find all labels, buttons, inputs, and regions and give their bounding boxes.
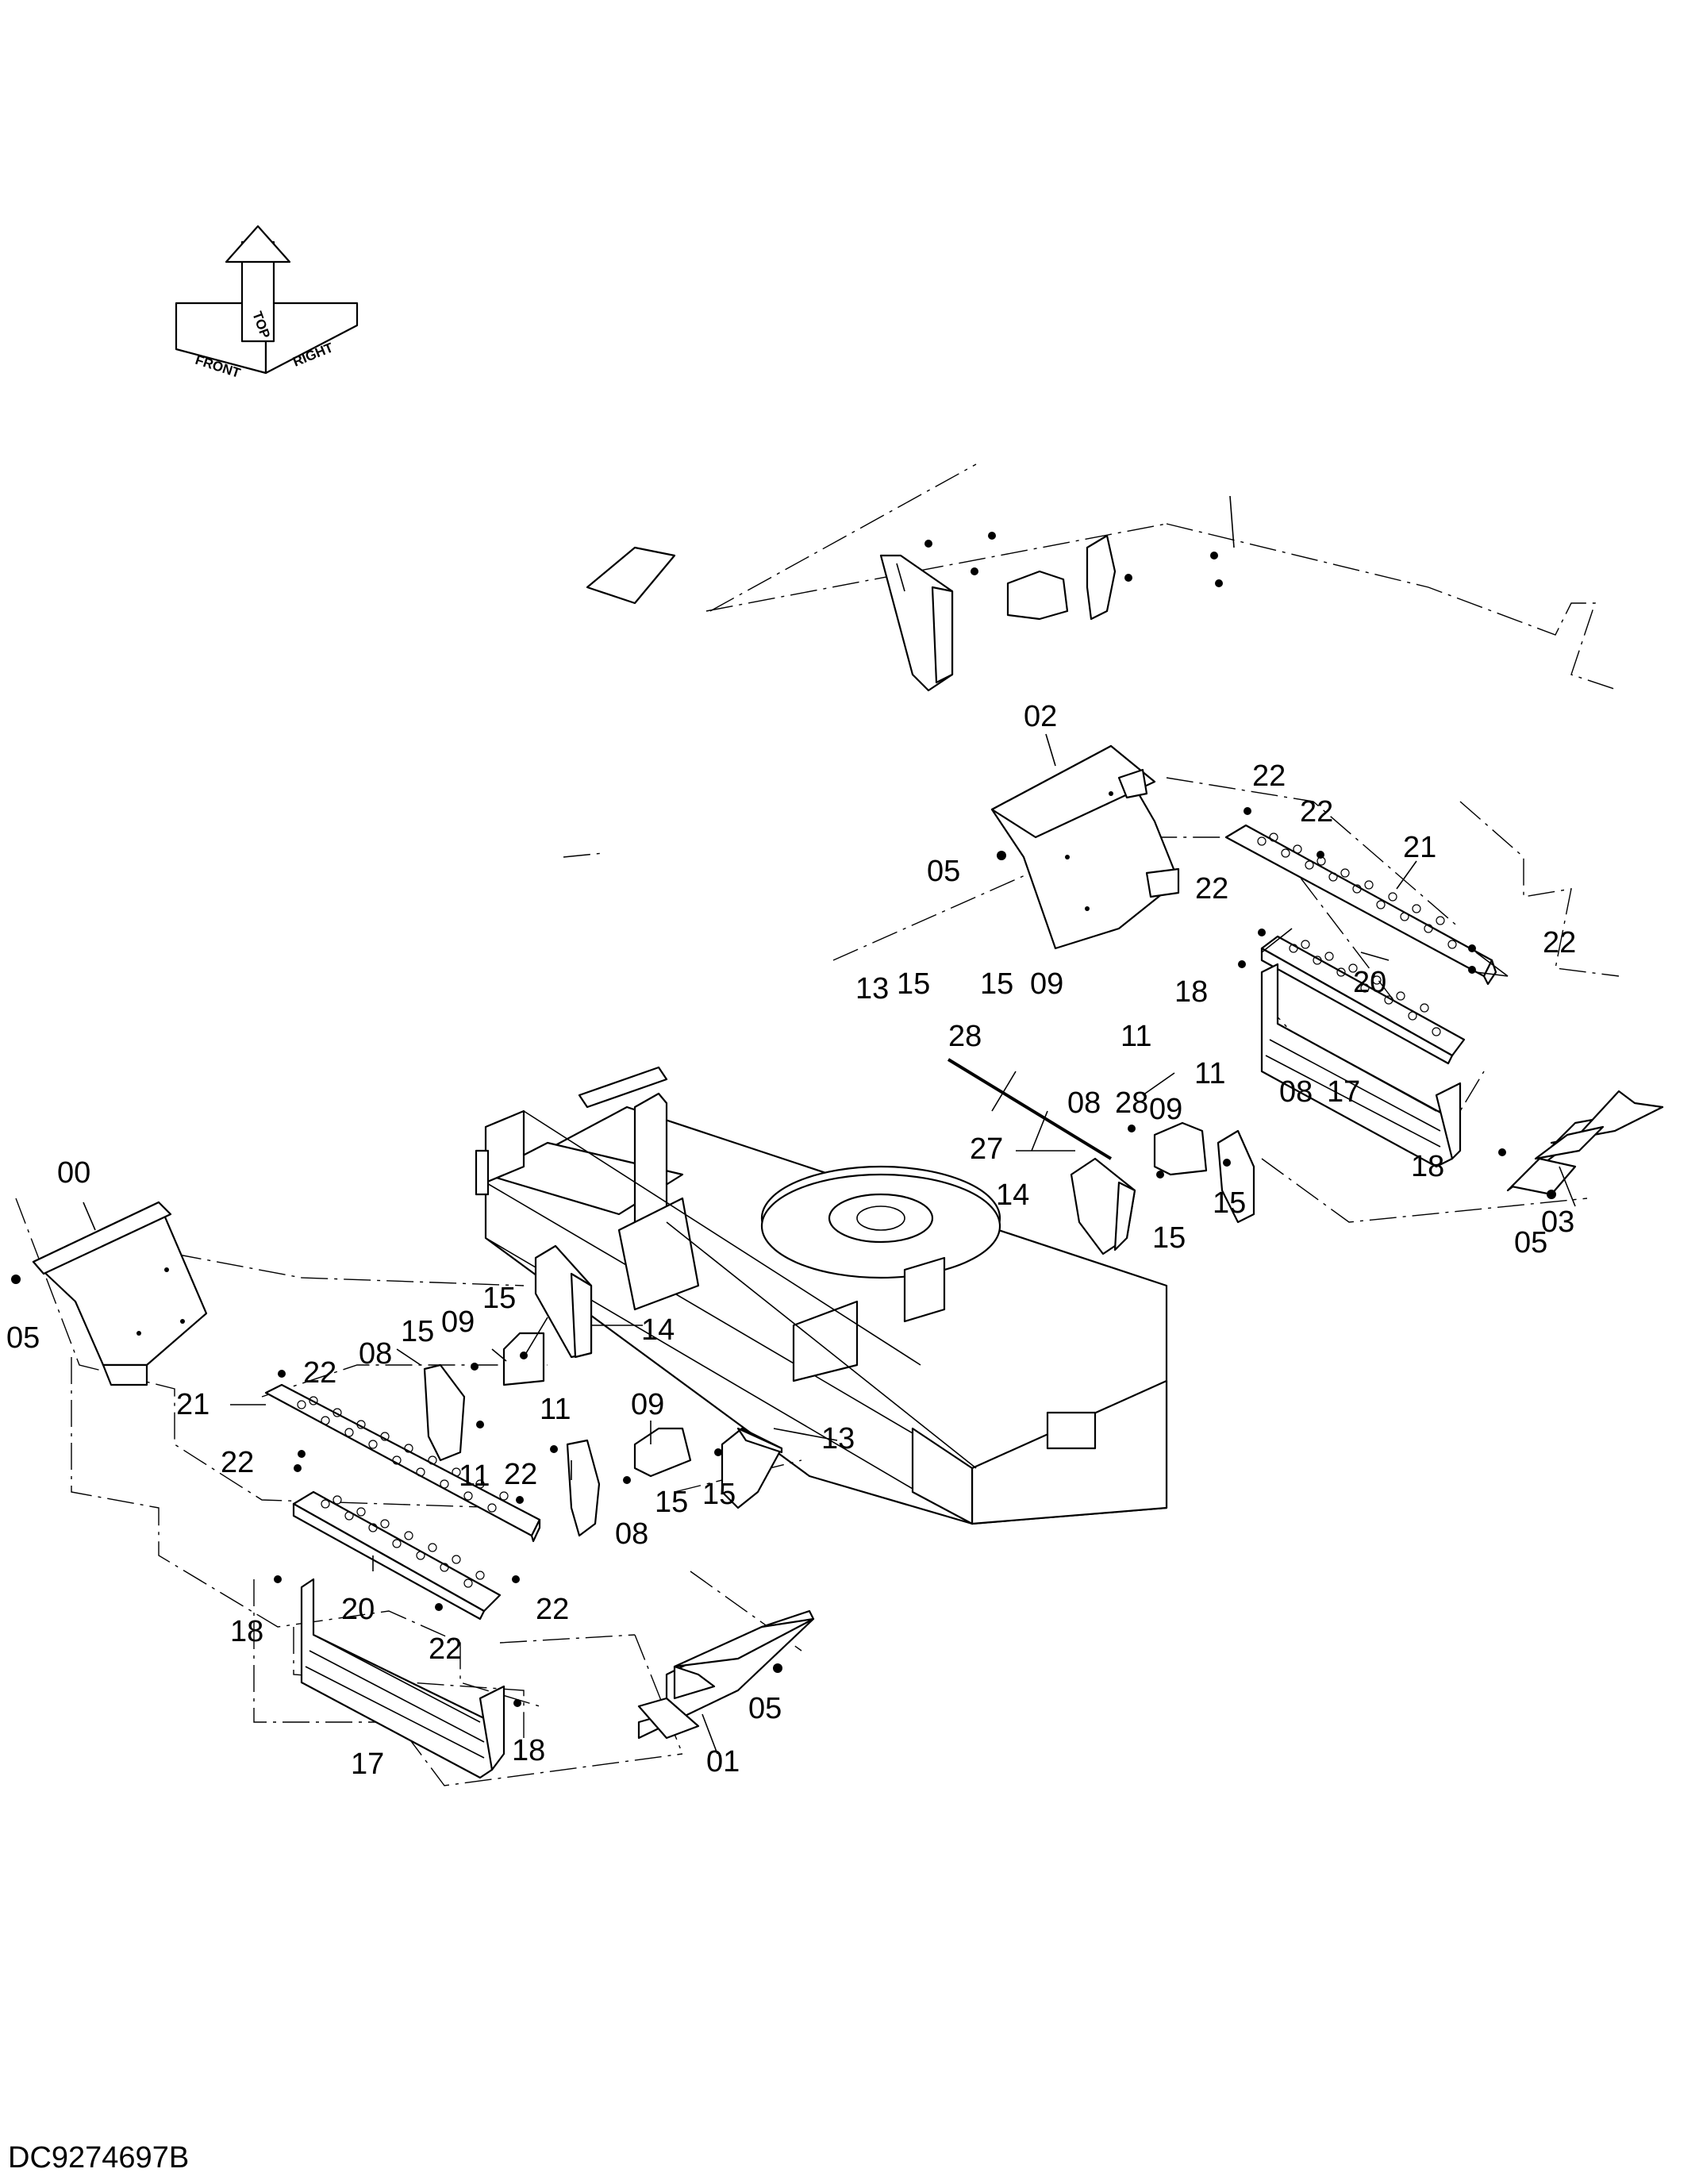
step-plate-20-left bbox=[292, 1490, 502, 1621]
callout-17-left: 17 bbox=[351, 1748, 384, 1781]
callout-05-left: 05 bbox=[6, 1321, 40, 1355]
callout-22-g: 22 bbox=[504, 1458, 537, 1491]
step-plate-20-right bbox=[1260, 935, 1466, 1065]
leader-lines bbox=[83, 495, 1576, 1755]
callout-08-right-b: 08 bbox=[1279, 1075, 1313, 1109]
callout-00: 00 bbox=[57, 1156, 90, 1190]
callout-22-b: 22 bbox=[1300, 795, 1333, 829]
fasteners bbox=[11, 532, 1556, 1707]
callout-15-a: 15 bbox=[897, 967, 930, 1001]
orientation-indicator: FRONT TOP RIGHT bbox=[175, 225, 359, 381]
callout-22-d: 22 bbox=[1543, 926, 1576, 959]
callout-03: 03 bbox=[1541, 1205, 1574, 1239]
callout-05-right: 05 bbox=[1514, 1226, 1547, 1259]
callout-09-left-b: 09 bbox=[631, 1388, 664, 1421]
callout-15-f: 15 bbox=[401, 1315, 434, 1348]
assembly-lines bbox=[15, 463, 1620, 1786]
step-17-left bbox=[300, 1578, 505, 1779]
bracket-08-right-b bbox=[1217, 1129, 1255, 1224]
callout-21-left: 21 bbox=[176, 1388, 209, 1421]
callout-27: 27 bbox=[970, 1132, 1003, 1166]
step-plate-21-right bbox=[1224, 824, 1497, 986]
step-17-right bbox=[1260, 963, 1462, 1168]
callout-05-front: 05 bbox=[748, 1692, 782, 1725]
bracket-13-right bbox=[879, 554, 954, 692]
callout-28-a: 28 bbox=[948, 1020, 982, 1053]
frame-handle bbox=[1046, 1411, 1097, 1450]
rod-27 bbox=[947, 1058, 1113, 1160]
callout-14-left: 14 bbox=[641, 1313, 675, 1347]
callout-15-b: 15 bbox=[980, 967, 1013, 1001]
callout-18-left-b: 18 bbox=[512, 1734, 545, 1767]
callout-22-c: 22 bbox=[1195, 872, 1228, 906]
callout-18-left-a: 18 bbox=[230, 1615, 263, 1648]
document-code: DC9274697B bbox=[8, 2141, 190, 2174]
bracket-09-right-b bbox=[1153, 1121, 1208, 1176]
callout-09-right-b: 09 bbox=[1149, 1093, 1182, 1126]
callout-08-left-b: 08 bbox=[615, 1517, 648, 1551]
callout-11-right-a: 11 bbox=[1120, 1020, 1151, 1053]
main-frame bbox=[475, 546, 1168, 1525]
callout-15-e: 15 bbox=[482, 1282, 516, 1315]
callout-01: 01 bbox=[706, 1745, 740, 1778]
bracket-08-right-a bbox=[1086, 534, 1117, 621]
callout-20-right: 20 bbox=[1353, 966, 1386, 999]
callout-22-e: 22 bbox=[303, 1356, 336, 1390]
cover-03 bbox=[1506, 1090, 1664, 1196]
bracket-08-left-a bbox=[423, 1363, 466, 1462]
cover-02 bbox=[990, 744, 1180, 950]
callout-09-left-a: 09 bbox=[441, 1305, 475, 1339]
callout-08-left-a: 08 bbox=[359, 1337, 392, 1371]
callout-13-right: 13 bbox=[855, 972, 889, 1005]
callout-05-top: 05 bbox=[927, 855, 960, 888]
bracket-09-right-a bbox=[1006, 570, 1069, 621]
bracket-13-left bbox=[721, 1427, 783, 1509]
bracket-08-left-b bbox=[566, 1439, 601, 1537]
callout-18-right-a: 18 bbox=[1174, 975, 1208, 1009]
callout-02: 02 bbox=[1024, 700, 1057, 733]
callout-13-left: 13 bbox=[821, 1422, 855, 1455]
callout-21-right: 21 bbox=[1403, 831, 1436, 864]
cover-00 bbox=[32, 1201, 208, 1386]
cover-01 bbox=[637, 1609, 815, 1740]
bracket-14-left bbox=[534, 1244, 593, 1359]
callout-20-left: 20 bbox=[341, 1593, 375, 1626]
bracket-14-right bbox=[1070, 1157, 1136, 1255]
callout-11-right-b: 11 bbox=[1194, 1057, 1225, 1090]
callout-09-right-a: 09 bbox=[1030, 967, 1063, 1001]
callout-11-left-a: 11 bbox=[540, 1393, 571, 1426]
callout-18-right-b: 18 bbox=[1411, 1150, 1444, 1183]
step-plate-21-left bbox=[264, 1383, 541, 1543]
callout-14-right: 14 bbox=[996, 1179, 1029, 1212]
callout-15-d: 15 bbox=[1152, 1221, 1186, 1255]
callout-28-b: 28 bbox=[1115, 1086, 1148, 1120]
callout-15-c: 15 bbox=[1213, 1186, 1246, 1220]
callout-22-f: 22 bbox=[221, 1446, 254, 1479]
callout-11-left-b: 11 bbox=[459, 1459, 490, 1493]
callout-17-right: 17 bbox=[1327, 1075, 1360, 1109]
callout-22-a: 22 bbox=[1252, 759, 1286, 793]
callout-22-h: 22 bbox=[536, 1593, 569, 1626]
callout-labels: 00 05 02 05 22 22 21 22 22 20 18 17 18 0… bbox=[6, 700, 1576, 1781]
callout-08-right-a: 08 bbox=[1067, 1086, 1101, 1120]
callout-15-g: 15 bbox=[655, 1486, 688, 1519]
callout-15-h: 15 bbox=[702, 1478, 736, 1511]
callout-22-i: 22 bbox=[429, 1632, 462, 1666]
bracket-09-left-b bbox=[633, 1427, 692, 1478]
